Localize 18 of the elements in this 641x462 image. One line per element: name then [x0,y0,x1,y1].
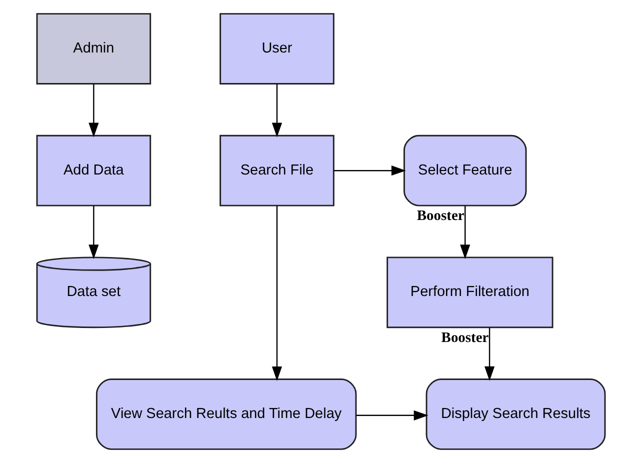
arrow [88,205,98,259]
edge-label: Booster [416,208,464,224]
node-box: Perform Filteration [386,256,553,328]
arrow [271,206,282,380]
edge-label: Booster [440,330,488,346]
node-box: Admin [36,12,151,84]
arrow [484,327,494,380]
node-box: Select Feature [402,134,526,206]
node-box: Display Search Results [425,378,606,450]
node-box: Search File [219,134,334,206]
arrow [271,84,282,137]
node-box: View Search Reults and Time Delay [95,378,356,450]
arrow [333,165,406,176]
arrow [460,205,470,259]
arrow [356,410,428,420]
node-box: Add Data [36,134,151,206]
node-box: User [219,12,334,84]
arrow [88,84,98,137]
